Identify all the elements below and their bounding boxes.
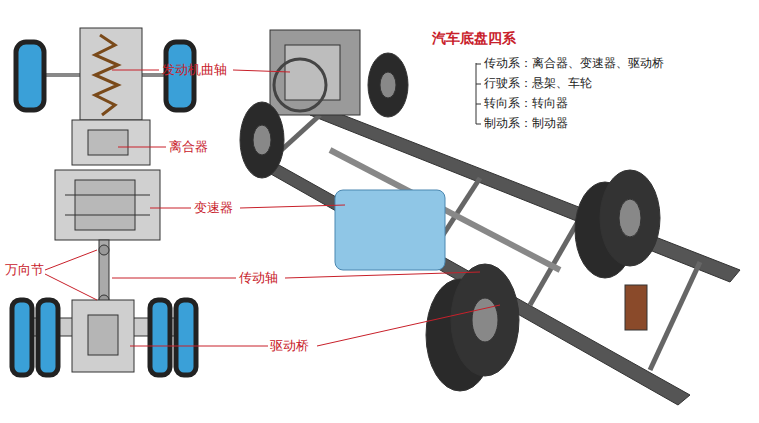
part-label: 离合器 — [169, 139, 208, 155]
part-label: 传动轴 — [239, 270, 278, 286]
part-label: 发动机曲轴 — [162, 62, 227, 78]
part-label: 驱动桥 — [270, 338, 309, 354]
system-item: 转向系：转向器 — [484, 97, 568, 111]
system-item: 制动系：制动器 — [484, 117, 568, 131]
part-label: 变速器 — [194, 200, 233, 216]
list-heading: 汽车底盘四系 — [432, 30, 516, 47]
part-label: 万向节 — [5, 262, 44, 278]
system-item: 行驶系：悬架、车轮 — [484, 77, 592, 91]
system-item: 传动系：离合器、变速器、驱动桥 — [484, 57, 664, 71]
